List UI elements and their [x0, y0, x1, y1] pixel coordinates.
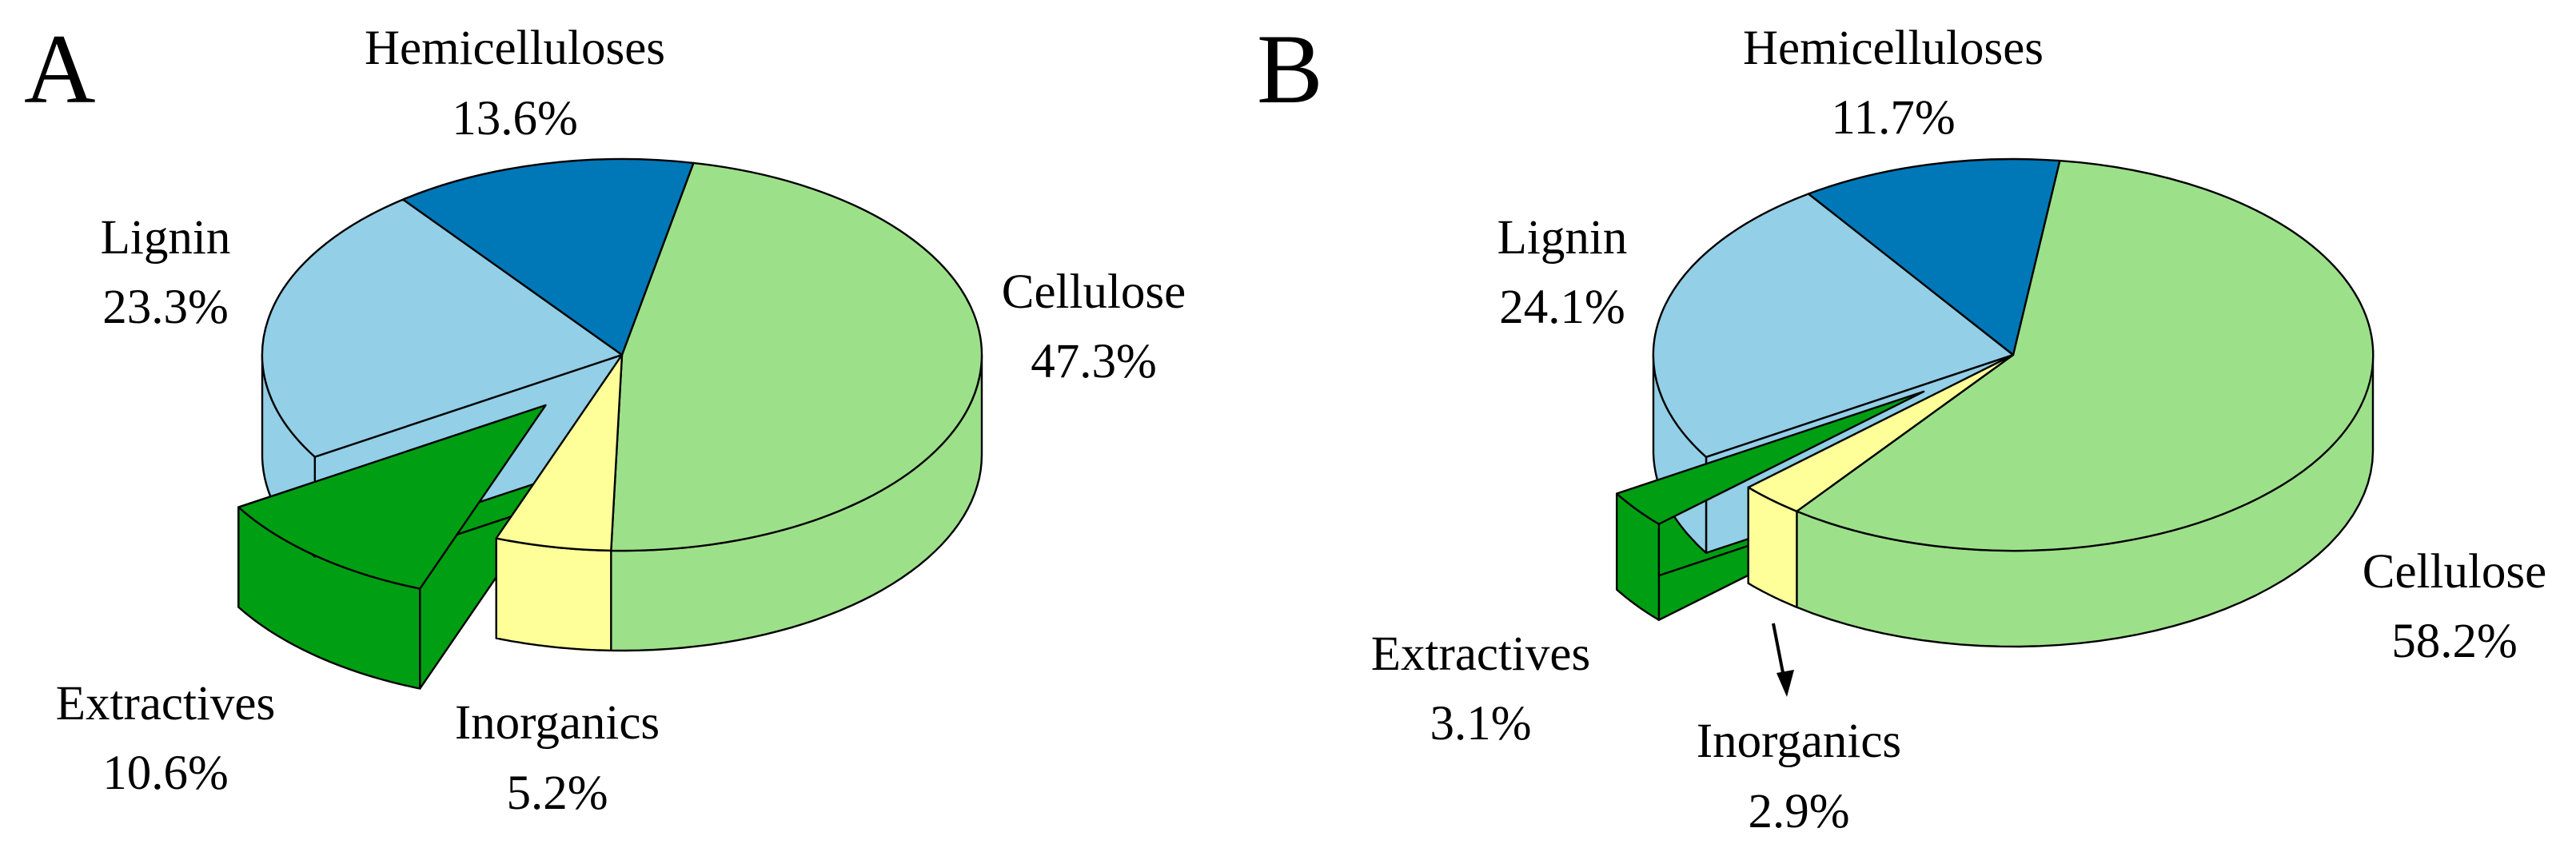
slice-value-cellulose-a: 47.3%	[1031, 335, 1157, 388]
panel-letter-b: B	[1257, 14, 1323, 124]
slice-value-hemicelluloses-b: 11.7%	[1831, 91, 1955, 145]
slice-hemicelluloses-b	[1807, 157, 2061, 356]
slice-label-extractives-b: Extractives	[1371, 627, 1590, 681]
inorganics-leader-arrowhead	[1776, 670, 1794, 697]
slice-cellulose-b	[1796, 159, 2375, 552]
slice-side-inorganics-a	[495, 537, 612, 652]
slice-label-lignin-a: Lignin	[101, 211, 231, 265]
panel-letter-a: A	[24, 14, 96, 124]
slice-value-inorganics-b: 2.9%	[1748, 785, 1849, 838]
slice-extractives-a	[237, 404, 547, 590]
slice-label-extractives-a: Extractives	[56, 677, 275, 731]
slice-label-lignin-b: Lignin	[1497, 211, 1628, 265]
slice-value-cellulose-b: 58.2%	[2391, 615, 2518, 668]
slice-lignin-b	[1652, 193, 2015, 458]
slice-inorganics-b	[1747, 353, 2015, 512]
slice-inorganics-a	[495, 353, 624, 552]
slice-label-inorganics-b: Inorganics	[1697, 715, 1901, 768]
inorganics-leader-line	[1772, 623, 1786, 682]
pie-chart-a	[237, 157, 983, 690]
slice-value-extractives-a: 10.6%	[102, 746, 229, 800]
slice-value-extractives-b: 3.1%	[1430, 697, 1531, 750]
slice-value-inorganics-a: 5.2%	[506, 766, 608, 820]
pie-b-labels: Hemicelluloses 11.7% Lignin 24.1% Cellul…	[1371, 22, 2546, 838]
slice-label-inorganics-a: Inorganics	[455, 696, 660, 750]
slice-hemicelluloses-a	[401, 157, 695, 356]
slice-extractives-b	[1616, 390, 1925, 525]
slice-lignin-a	[261, 198, 624, 458]
slice-cellulose-a	[610, 161, 983, 552]
slice-value-hemicelluloses-a: 13.6%	[452, 92, 578, 145]
slice-value-lignin-a: 23.3%	[102, 281, 229, 334]
slice-label-hemicelluloses-a: Hemicelluloses	[365, 22, 665, 75]
slice-value-lignin-b: 24.1%	[1499, 281, 1625, 334]
slice-label-cellulose-b: Cellulose	[2363, 545, 2546, 599]
pie-chart-b	[1616, 157, 2375, 648]
pie-a-labels: Hemicelluloses 13.6% Lignin 23.3% Cellul…	[56, 22, 1186, 820]
slice-label-cellulose-a: Cellulose	[1002, 265, 1186, 319]
slice-label-hemicelluloses-b: Hemicelluloses	[1743, 22, 2044, 75]
